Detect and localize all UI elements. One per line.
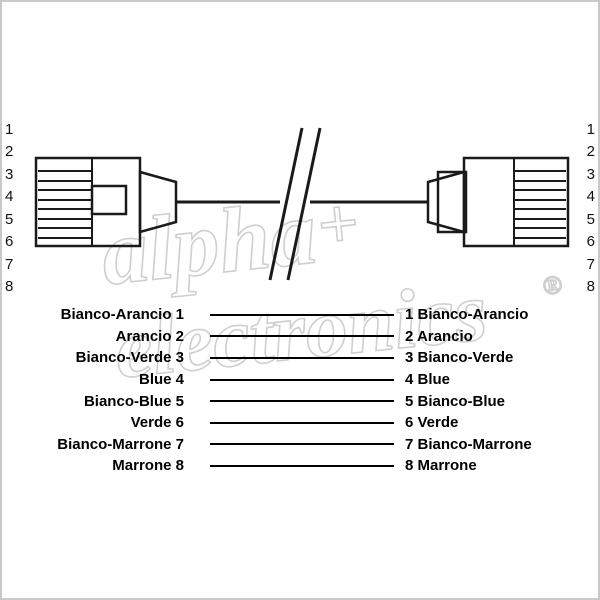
wire-connection-line bbox=[210, 464, 394, 467]
wire-connection-line bbox=[210, 400, 394, 403]
boot-left bbox=[138, 170, 178, 234]
wire-label-left: Bianco-Marrone 7 bbox=[57, 435, 184, 453]
wire-label-right: 5 Bianco-Blue bbox=[405, 392, 506, 410]
pin-contacts-right bbox=[514, 170, 566, 239]
wire-label-right: 8 Marrone bbox=[405, 457, 477, 475]
wire-label-left: Bianco-Verde 3 bbox=[75, 349, 184, 367]
wire-label-right: 1 Bianco-Arancio bbox=[405, 306, 529, 324]
rj45-plug-right bbox=[426, 156, 570, 248]
wiring-table: Bianco-Arancio 1 1 Bianco-Arancio Aranci… bbox=[2, 304, 598, 477]
pin-number: 6 bbox=[586, 233, 595, 251]
wire-connection-line bbox=[210, 378, 394, 381]
wire-label-right: 2 Arancio bbox=[405, 327, 473, 345]
pin-number: 4 bbox=[586, 188, 595, 206]
wiring-row: Bianco-Verde 3 3 Bianco-Verde bbox=[2, 347, 598, 369]
pin-number: 7 bbox=[586, 255, 595, 273]
wire-connection-line bbox=[210, 356, 394, 359]
cable-break-icon bbox=[268, 127, 322, 281]
pin-number: 8 bbox=[586, 277, 595, 295]
pin-number: 5 bbox=[586, 210, 595, 228]
pin-number: 7 bbox=[5, 255, 14, 273]
wire-label-left: Arancio 2 bbox=[115, 327, 184, 345]
pin-number: 4 bbox=[5, 188, 14, 206]
wire-label-right: 7 Bianco-Marrone bbox=[405, 435, 532, 453]
wire-label-left: Verde 6 bbox=[130, 414, 184, 432]
pin-number: 1 bbox=[5, 121, 14, 138]
pin-numbers-right: 1 2 3 4 5 6 7 8 bbox=[579, 121, 595, 295]
pin-number: 3 bbox=[5, 165, 14, 183]
wire-label-left: Marrone 8 bbox=[112, 457, 184, 475]
rj45-plug-left bbox=[34, 156, 178, 248]
pin-number: 6 bbox=[5, 233, 14, 251]
pin-number: 8 bbox=[5, 277, 14, 295]
pin-number: 1 bbox=[586, 121, 595, 138]
wiring-row: Verde 6 6 Verde bbox=[2, 412, 598, 434]
wire-label-right: 6 Verde bbox=[405, 414, 459, 432]
pin-number: 3 bbox=[586, 165, 595, 183]
pin-numbers-left: 1 2 3 4 5 6 7 8 bbox=[5, 121, 21, 295]
boot-right bbox=[426, 170, 466, 234]
watermark-plus-icon: + bbox=[313, 182, 362, 266]
pin-number: 2 bbox=[5, 143, 14, 161]
wiring-row: Bianco-Arancio 1 1 Bianco-Arancio bbox=[2, 304, 598, 326]
latch-detail-right bbox=[436, 170, 468, 234]
wiring-row: Marrone 8 8 Marrone bbox=[2, 455, 598, 477]
pin-number: 2 bbox=[586, 143, 595, 161]
wire-connection-line bbox=[210, 313, 394, 316]
wire-connection-line bbox=[210, 443, 394, 446]
watermark-registered-icon: ® bbox=[541, 270, 563, 301]
cable bbox=[176, 127, 428, 281]
wire-label-left: Bianco-Arancio 1 bbox=[60, 306, 184, 324]
wiring-row: Bianco-Blue 5 5 Bianco-Blue bbox=[2, 390, 598, 412]
wiring-row: Bianco-Marrone 7 7 Bianco-Marrone bbox=[2, 434, 598, 456]
wire-label-right: 4 Blue bbox=[405, 371, 451, 389]
wire-label-left: Blue 4 bbox=[138, 371, 184, 389]
wire-label-right: 3 Bianco-Verde bbox=[405, 349, 514, 367]
latch-detail-left bbox=[90, 184, 128, 216]
wire-connection-line bbox=[210, 421, 394, 424]
pin-number: 5 bbox=[5, 210, 14, 228]
wiring-row: Arancio 2 2 Arancio bbox=[2, 326, 598, 348]
wire-label-left: Bianco-Blue 5 bbox=[83, 392, 184, 410]
pin-contacts-left bbox=[38, 170, 92, 239]
wiring-row: Blue 4 4 Blue bbox=[2, 369, 598, 391]
wire-connection-line bbox=[210, 335, 394, 338]
